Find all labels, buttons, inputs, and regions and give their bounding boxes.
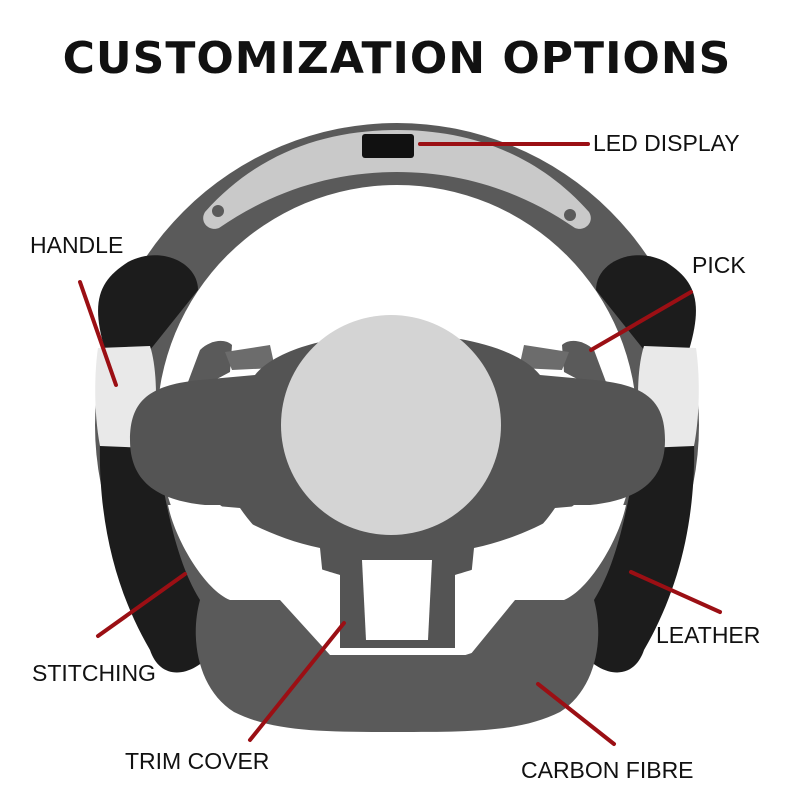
label-stitching: STITCHING <box>32 660 156 686</box>
left-spoke-window <box>168 505 325 600</box>
center-spoke-window <box>362 560 432 640</box>
led-panel <box>203 130 591 229</box>
left-paddle-tab <box>225 345 275 370</box>
carbon-fibre-segment <box>195 600 599 732</box>
right-leather-grip-lower <box>579 440 695 673</box>
right-paddle-shifter <box>562 340 609 390</box>
callout-line-stitching <box>96 572 187 638</box>
callout-line-leather <box>629 570 722 614</box>
left-leather-grip-lower <box>99 440 215 673</box>
left-paddle-shifter <box>185 340 232 390</box>
led-panel-button-right <box>564 209 576 221</box>
label-led-display: LED DISPLAY <box>593 130 740 156</box>
label-handle: HANDLE <box>30 232 123 258</box>
callout-line-handle <box>78 280 118 387</box>
label-pick: PICK <box>692 252 746 278</box>
callout-line-pick <box>589 290 693 352</box>
diagram-title: CUSTOMIZATION OPTIONS <box>63 33 732 84</box>
led-panel-button-left <box>212 205 224 217</box>
label-leather: LEATHER <box>656 622 760 648</box>
left-leather-grip <box>98 255 198 350</box>
right-spoke-window <box>469 505 626 600</box>
right-leather-grip <box>596 255 696 350</box>
led-display-screen <box>362 134 414 158</box>
right-paddle-tab <box>519 345 569 370</box>
airbag-cover <box>281 315 501 535</box>
callout-line-trim-cover <box>248 621 346 742</box>
callout-line-carbon-fibre <box>536 682 616 746</box>
label-carbon-fibre: CARBON FIBRE <box>521 757 694 783</box>
label-trim-cover: TRIM COVER <box>125 748 269 774</box>
